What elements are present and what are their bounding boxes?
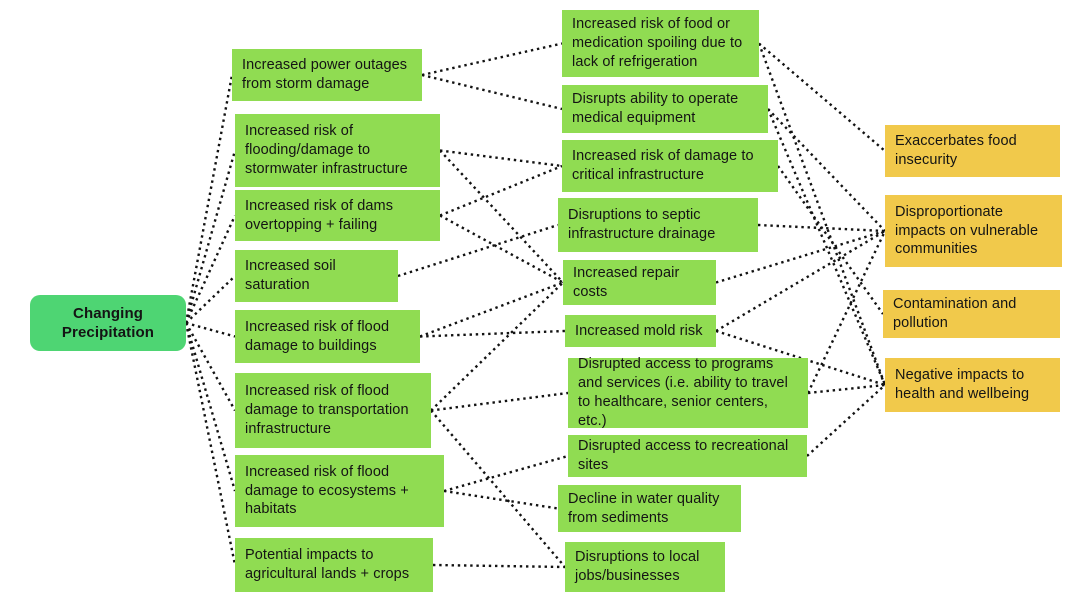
node-label: Increased risk of flood damage to buildi… <box>245 318 390 354</box>
node-label: Increased risk of flood damage to ecosys… <box>245 463 409 518</box>
node-agricultural-lands: Potential impacts to agricultural lands … <box>235 538 433 592</box>
node-label: Increased risk of flooding/damage to sto… <box>245 123 408 177</box>
edge-stormwater-infrastructure--repair-costs <box>439 149 564 284</box>
edge-changing-precipitation--dams-overtopping <box>184 215 237 324</box>
node-health-wellbeing: Negative impacts to health and wellbeing <box>885 358 1060 412</box>
node-flood-damage-buildings: Increased risk of flood damage to buildi… <box>235 310 420 363</box>
node-label: Increased risk of food or medication spo… <box>572 16 743 70</box>
edge-agricultural-lands--jobs-businesses <box>432 563 566 569</box>
node-food-insecurity: Exaccerbates food insecurity <box>885 125 1060 177</box>
node-label: Exaccerbates food insecurity <box>895 133 1017 168</box>
edge-changing-precipitation--flood-damage-ecosystems <box>184 322 237 492</box>
edge-power-outages--medical-equipment <box>421 73 563 111</box>
node-label: Increased repair costs <box>573 264 680 300</box>
node-label: Disproportionate impacts on vulnerable c… <box>895 203 1039 258</box>
edge-power-outages--food-medication-spoiling <box>421 42 563 77</box>
node-power-outages: Increased power outages from storm damag… <box>232 49 422 101</box>
node-label: Disrupted access to programs and service… <box>578 356 788 429</box>
node-flood-damage-transportation: Increased risk of flood damage to transp… <box>235 373 431 448</box>
node-label: Increased soil saturation <box>245 258 336 293</box>
node-label: Disruptions to septic infrastructure dra… <box>568 207 716 242</box>
edge-flood-damage-buildings--repair-costs <box>419 281 564 338</box>
edge-food-medication-spoiling--health-wellbeing <box>757 43 887 386</box>
edge-dams-overtopping--repair-costs <box>439 214 564 284</box>
edge-repair-costs--vulnerable-communities <box>715 229 886 284</box>
node-programs-services: Disrupted access to programs and service… <box>568 356 808 429</box>
edge-mold-risk--vulnerable-communities <box>715 229 886 333</box>
edge-flood-damage-ecosystems--water-quality <box>443 489 559 510</box>
node-label: Decline in water quality from sediments <box>568 490 720 526</box>
edge-changing-precipitation--flood-damage-transportation <box>184 322 237 412</box>
node-label: Increased risk of damage to critical inf… <box>572 148 754 183</box>
node-jobs-businesses: Disruptions to local jobs/businesses <box>565 542 725 592</box>
node-label: Increased risk of flood damage to transp… <box>245 383 409 437</box>
node-mold-risk: Increased mold risk <box>565 315 716 347</box>
edge-stormwater-infrastructure--critical-infrastructure <box>439 149 563 168</box>
node-recreational-sites: Disrupted access to recreational sites <box>568 435 807 477</box>
node-vulnerable-communities: Disproportionate impacts on vulnerable c… <box>885 195 1062 267</box>
node-label: Increased power outages from storm damag… <box>242 57 408 92</box>
node-repair-costs: Increased repair costs <box>563 260 716 305</box>
node-septic-drainage: Disruptions to septic infrastructure dra… <box>558 198 758 252</box>
node-food-medication-spoiling: Increased risk of food or medication spo… <box>562 10 759 77</box>
edge-medical-equipment--vulnerable-communities <box>767 108 886 232</box>
node-dams-overtopping: Increased risk of dams overtopping + fai… <box>235 190 440 241</box>
edge-changing-precipitation--stormwater-infrastructure <box>184 150 237 324</box>
edge-flood-damage-ecosystems--recreational-sites <box>443 454 569 493</box>
edge-food-medication-spoiling--food-insecurity <box>758 42 886 152</box>
node-label: Potential impacts to agricultural lands … <box>245 547 410 582</box>
node-critical-infrastructure: Increased risk of damage to critical inf… <box>562 140 778 192</box>
node-changing-precipitation: Changing Precipitation <box>30 295 186 351</box>
edge-flood-damage-transportation--programs-services <box>430 391 569 412</box>
node-label: Disrupted access to recreational sites <box>578 438 789 473</box>
edge-programs-services--health-wellbeing <box>807 383 886 395</box>
node-label: Disrupts ability to operate medical equi… <box>572 91 739 126</box>
node-water-quality: Decline in water quality from sediments <box>558 485 741 532</box>
edge-critical-infrastructure--contamination-pollution <box>777 165 884 315</box>
node-flood-damage-ecosystems: Increased risk of flood damage to ecosys… <box>235 455 444 527</box>
edge-programs-services--vulnerable-communities <box>806 230 887 394</box>
node-label: Contamination and pollution <box>893 296 1017 331</box>
node-stormwater-infrastructure: Increased risk of flooding/damage to sto… <box>235 114 440 187</box>
edge-changing-precipitation--soil-saturation <box>185 275 236 324</box>
edge-flood-damage-transportation--repair-costs <box>430 281 564 412</box>
edge-recreational-sites--health-wellbeing <box>806 384 886 457</box>
edge-changing-precipitation--flood-damage-buildings <box>185 321 236 338</box>
node-label: Increased risk of dams overtopping + fai… <box>245 197 394 233</box>
edge-medical-equipment--health-wellbeing <box>766 108 887 386</box>
edge-dams-overtopping--critical-infrastructure <box>439 164 563 217</box>
edge-flood-damage-buildings--mold-risk <box>419 329 566 338</box>
node-soil-saturation: Increased soil saturation <box>235 250 398 302</box>
edge-changing-precipitation--agricultural-lands <box>184 322 237 566</box>
node-contamination-pollution: Contamination and pollution <box>883 290 1060 338</box>
node-label: Changing Precipitation <box>61 304 155 342</box>
edge-changing-precipitation--power-outages <box>184 74 234 324</box>
node-label: Negative impacts to health and wellbeing <box>895 367 1030 402</box>
node-label: Disruptions to local jobs/businesses <box>575 549 700 584</box>
node-medical-equipment: Disrupts ability to operate medical equi… <box>562 85 768 133</box>
edge-septic-drainage--vulnerable-communities <box>757 223 886 233</box>
node-label: Increased mold risk <box>575 322 703 339</box>
